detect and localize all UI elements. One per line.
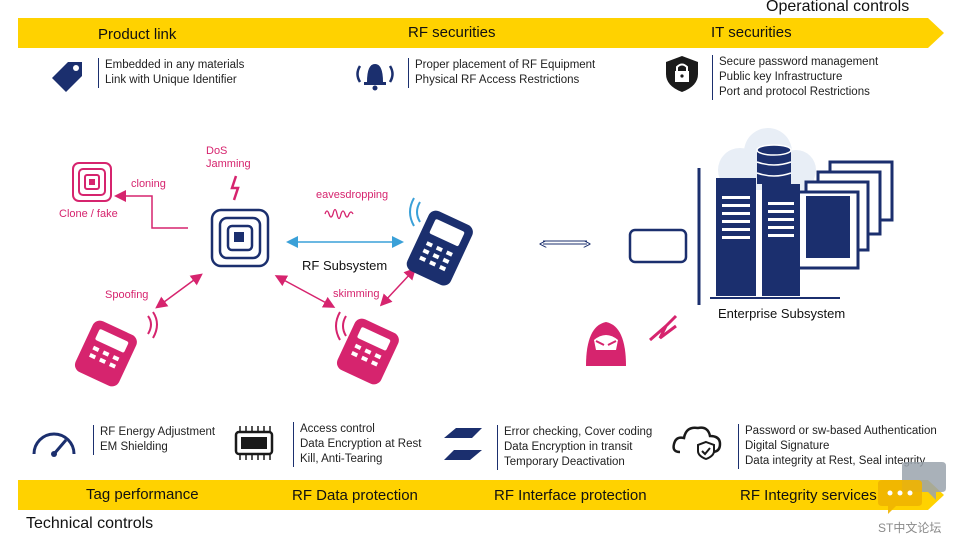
- padlock-shield-icon: [666, 56, 698, 92]
- control-item: Data integrity at Rest, Seal integrity: [745, 455, 926, 467]
- clone-fake-label: Clone / fake: [59, 208, 118, 220]
- control-item: Secure password management: [719, 56, 879, 68]
- rf-interface-protection-controls: Error checking, Cover coding Data Encryp…: [497, 425, 652, 470]
- control-item: Temporary Deactivation: [504, 456, 625, 468]
- gauge-icon: [32, 432, 76, 457]
- alarm-bell-icon: [356, 64, 394, 91]
- control-item: Digital Signature: [745, 440, 830, 452]
- band-label-tag-performance: Tag performance: [86, 486, 199, 503]
- eavesdropping-label: eavesdropping: [316, 189, 389, 201]
- it-securities-controls: Secure password management Public key In…: [712, 55, 878, 100]
- technical-band: [18, 480, 944, 510]
- spoofing-arrow: [155, 273, 203, 309]
- skimming-arrow-tag: [274, 275, 336, 308]
- jamming-bolt-icon: [230, 175, 240, 201]
- rf-integrity-services-controls: Password or sw-based Authentication Digi…: [738, 424, 937, 469]
- servers-icon: [710, 160, 894, 299]
- cloning-arrow: [114, 190, 188, 229]
- rf-securities-controls: Proper placement of RF Equipment Physica…: [408, 58, 595, 88]
- operational-band: [18, 18, 944, 48]
- band-label-rf-interface-protection: RF Interface protection: [494, 487, 647, 504]
- control-item: EM Shielding: [100, 441, 168, 453]
- control-item: Error checking, Cover coding: [504, 426, 653, 438]
- control-item: Access control: [300, 423, 375, 435]
- hacker-icon: [586, 322, 626, 366]
- operational-controls-caption: Operational controls: [766, 0, 910, 15]
- control-item: Physical RF Access Restrictions: [415, 74, 580, 86]
- enterprise-subsystem-label: Enterprise Subsystem: [718, 306, 846, 321]
- gateway-icon: [628, 228, 688, 264]
- spoofing-label: Spoofing: [105, 289, 149, 301]
- control-item: Link with Unique Identifier: [105, 74, 237, 86]
- cloning-label: cloning: [131, 178, 166, 190]
- rfid-tag-icon: [210, 208, 270, 268]
- rf-reader-icon: [406, 210, 473, 286]
- watermark-text: ST中文论坛: [878, 521, 942, 535]
- attack-bolt-icon: [649, 314, 678, 342]
- control-item: Data Encryption in transit: [504, 441, 633, 453]
- cloud-shield-icon: [672, 426, 722, 460]
- rf-data-protection-controls: Access control Data Encryption at Rest K…: [293, 422, 421, 467]
- tag-icon: [52, 62, 82, 92]
- tag-performance-controls: RF Energy Adjustment EM Shielding: [93, 425, 215, 455]
- band-label-rf-integrity-services: RF Integrity services: [740, 487, 877, 504]
- product-link-controls: Embedded in any materials Link with Uniq…: [98, 58, 244, 88]
- control-item: Embedded in any materials: [105, 59, 245, 71]
- eavesdropping-wave-icon: [324, 208, 354, 220]
- control-item: Public key Infrastructure: [719, 71, 843, 83]
- technical-controls-caption: Technical controls: [26, 515, 154, 532]
- band-label-rf-data-protection: RF Data protection: [292, 487, 418, 504]
- skimming-reader-icon: [336, 318, 399, 385]
- band-label-it-securities: IT securities: [711, 24, 792, 41]
- cloned-tag-icon: [72, 162, 112, 202]
- dos-label: DoS Jamming: [206, 145, 251, 170]
- band-label-rf-securities: RF securities: [408, 24, 496, 41]
- band-label-product-link: Product link: [98, 26, 177, 43]
- chat-bubble-logo: [878, 462, 946, 514]
- chip-icon: [234, 426, 274, 460]
- handshake-icon: [444, 428, 482, 460]
- skimming-arrow-reader: [379, 267, 417, 307]
- control-item: Proper placement of RF Equipment: [415, 59, 596, 71]
- reader-signal-icon: [416, 201, 421, 223]
- control-item: Data Encryption at Rest: [300, 438, 422, 450]
- rf-subsystem-label: RF Subsystem: [302, 258, 388, 273]
- control-item: Port and protocol Restrictions: [719, 86, 870, 98]
- spoofing-reader-icon: [74, 320, 137, 387]
- skimming-label: skimming: [333, 288, 380, 300]
- control-item: Kill, Anti-Tearing: [300, 453, 383, 465]
- control-item: Password or sw-based Authentication: [745, 425, 937, 437]
- control-item: RF Energy Adjustment: [100, 426, 216, 438]
- database-icon: [756, 144, 792, 184]
